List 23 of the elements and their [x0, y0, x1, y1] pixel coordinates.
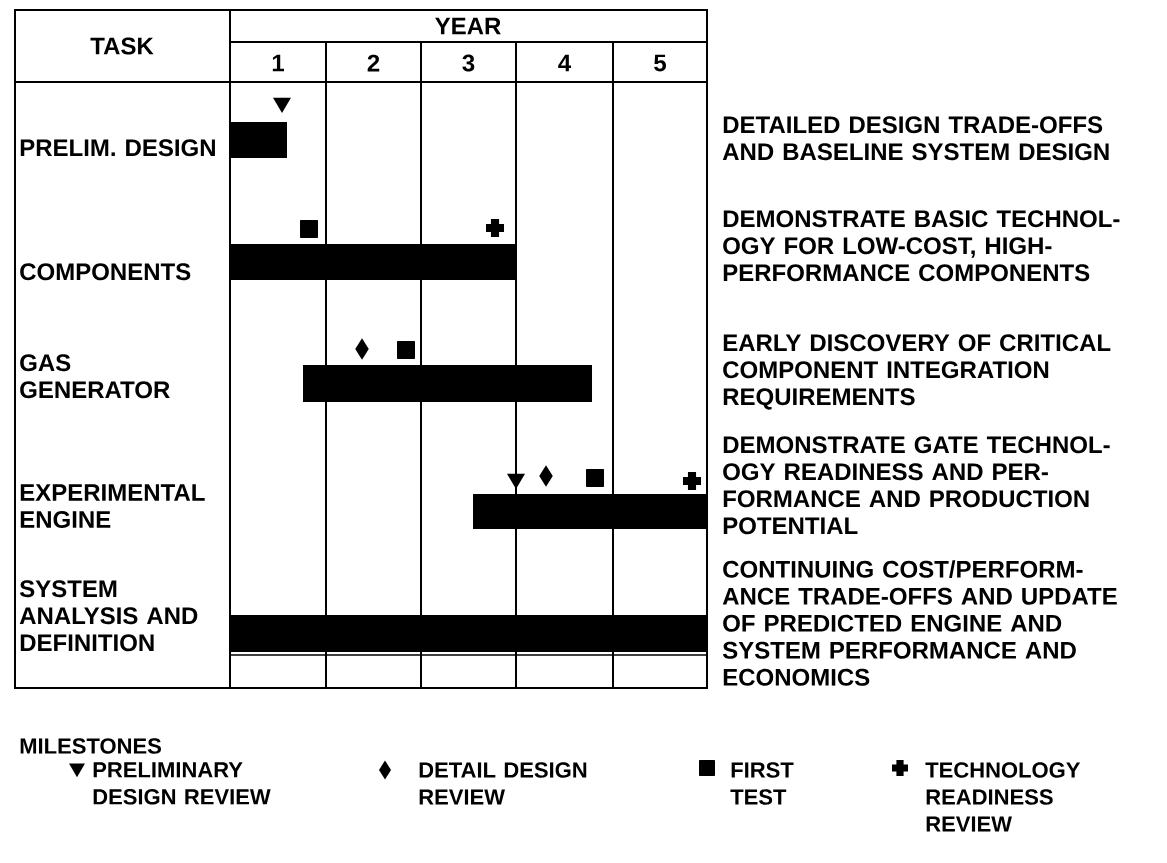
legend-heading: MILESTONES: [20, 738, 161, 754]
gantt-bar: [230, 244, 516, 280]
gantt-bar: [230, 122, 287, 158]
column-header: 5: [654, 54, 666, 72]
legend-text: TECHNOLOGY READINESS REVIEW: [925, 762, 1081, 832]
task-description: DETAILED DESIGN TRADE-OFFS AND BASELINE SYSTEM DESIGN: [722, 116, 1109, 161]
legend-text: PRELIMINARY DESIGN REVIEW: [93, 762, 271, 805]
column-header: 4: [558, 54, 572, 72]
legend-text: DETAIL DESIGN REVIEW: [419, 762, 587, 805]
column-header: TASK: [90, 37, 154, 55]
task-description: CONTINUING COST/PERFORM- ANCE TRADE-OFFS AND UPDATE OF PREDICTED ENGINE AND SYSTEM PERFORMANCE AND ECONOMICS: [722, 560, 1117, 686]
task-name: EXPERIMENTAL ENGINE: [20, 484, 205, 528]
column-header: 2: [367, 54, 380, 72]
task-name: GAS GENERATOR: [20, 354, 170, 399]
gantt-bar: [473, 494, 707, 529]
column-header: YEAR: [435, 17, 501, 35]
gantt-bar: [303, 365, 592, 402]
column-header: 3: [462, 54, 475, 72]
legend-text: FIRST TEST: [730, 762, 794, 805]
task-description: EARLY DISCOVERY OF CRITICAL COMPONENT INTEGRATION REQUIREMENTS: [723, 334, 1111, 410]
column-header: 1: [272, 54, 284, 72]
gantt-bar: [230, 615, 707, 652]
task-description: DEMONSTRATE BASIC TECHNOL- OGY FOR LOW-COST, HIGH- PERFORMANCE COMPONENTS: [723, 210, 1120, 282]
